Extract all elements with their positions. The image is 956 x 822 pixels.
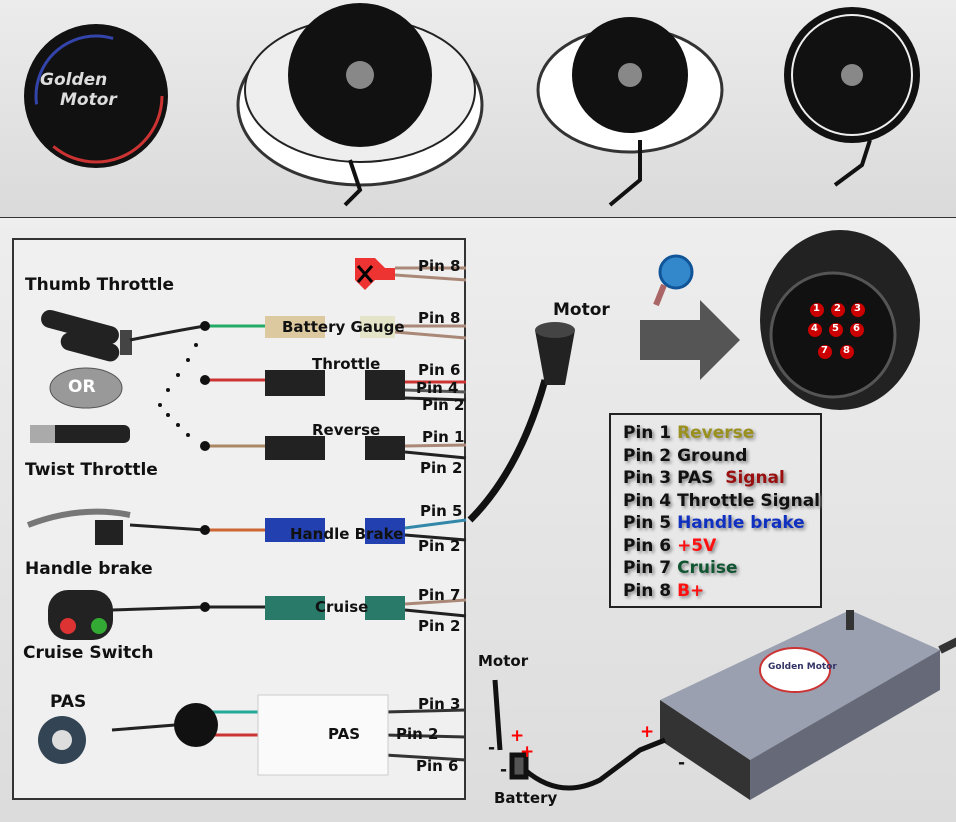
pin-label: Pin 6: [418, 361, 461, 379]
legend-pin: Pin 2: [623, 445, 672, 466]
legend-desc: Handle brake: [677, 513, 805, 533]
legend-row: Pin 4 Throttle Signal: [623, 490, 820, 513]
minus-sign: -: [500, 760, 508, 780]
thumb-throttle-label: Thumb Throttle: [25, 275, 174, 295]
wires: [111, 266, 549, 762]
connector-pin-number: 2: [834, 303, 841, 314]
plus-sign: +: [520, 742, 535, 762]
legend-desc: Ground: [677, 445, 748, 466]
pin-label: Pin 8: [418, 257, 461, 275]
legend-desc: Cruise: [677, 558, 738, 578]
legend-row: Pin 5 Handle brake: [623, 512, 820, 535]
pin-label: Pin 4: [416, 379, 459, 397]
legend-desc: +5V: [677, 535, 717, 556]
pas-sensor-image: [38, 716, 86, 764]
legend-pin: Pin 7: [623, 558, 672, 578]
plus-sign: +: [510, 726, 525, 746]
legend-row: Pin 7 Cruise: [623, 557, 820, 580]
legend-row: Pin 8 B+: [623, 580, 820, 603]
handle-brake-label: Handle brake: [25, 559, 153, 579]
cruise-connector-label: Cruise: [315, 598, 369, 616]
twist-throttle-label: Twist Throttle: [25, 460, 158, 480]
legend-pin: Pin 3: [623, 468, 672, 488]
battery-label: Battery: [494, 789, 558, 807]
legend-pin: Pin 8: [623, 580, 672, 601]
legend-row: Pin 3 PAS Signal: [623, 467, 820, 490]
logo-text-golden: Golden: [40, 70, 108, 90]
connector-pin-number: 7: [821, 345, 828, 356]
hub-motor-wheel-medium: [536, 17, 724, 207]
throttle-connector-label: Throttle: [312, 355, 381, 373]
pin-label: Pin 6: [416, 757, 459, 775]
legend-pin: Pin 4: [623, 490, 672, 511]
legend-desc: PAS: [677, 468, 726, 488]
logo-text-motor: Motor: [60, 90, 117, 110]
connectors: [257, 258, 405, 776]
legend-desc: B+: [677, 580, 705, 601]
motor-label: Motor: [553, 300, 610, 320]
connector-pin-number: 1: [813, 303, 820, 314]
junction-dots: [158, 321, 218, 747]
connector-pin-number: 5: [832, 323, 839, 334]
pin-label: Pin 7: [418, 586, 461, 604]
connector-pin-number: 6: [853, 323, 860, 334]
pin-label: Pin 2: [418, 617, 461, 635]
golden-motor-logo: [24, 24, 168, 168]
controller-logo: Golden Motor: [768, 662, 837, 672]
pin-label: Pin 2: [422, 396, 465, 414]
motor-cable-label: Motor: [478, 652, 529, 670]
legend-row: Pin 2 Ground: [623, 445, 820, 468]
minus-sign: -: [678, 753, 686, 773]
controller-box: [660, 610, 956, 800]
hub-motor-bare: [784, 7, 920, 187]
twist-throttle-image: [30, 425, 130, 443]
cruise-switch-image: [48, 590, 113, 640]
pin-label: Pin 8: [418, 309, 461, 327]
pin-label: Pin 1: [422, 428, 465, 446]
cruise-switch-label: Cruise Switch: [23, 643, 154, 663]
legend-desc: Reverse: [677, 423, 755, 443]
thumb-throttle-image: [41, 309, 132, 362]
handle-brake-image: [26, 508, 131, 545]
or-label: OR: [68, 377, 96, 397]
pin-label: Pin 2: [418, 537, 461, 555]
pin-label: Pin 2: [396, 725, 439, 743]
motor-connector-face: [760, 230, 920, 410]
pin-label: Pin 2: [420, 459, 463, 477]
arrow-right-icon: [640, 300, 740, 380]
reverse-connector-label: Reverse: [312, 421, 381, 439]
connector-pin-number: 8: [843, 345, 850, 356]
motor-plug: [535, 322, 575, 385]
legend-pin: Pin 6: [623, 535, 672, 556]
battery-gauge-label: Battery Gauge: [282, 318, 405, 336]
pas-connector-label: PAS: [328, 725, 361, 743]
legend-pin: Pin 1: [623, 423, 672, 443]
legend-desc: Throttle Signal: [677, 490, 820, 511]
hub-motor-wheel-large: [236, 3, 484, 207]
connector-pin-number: 3: [854, 303, 861, 314]
minus-sign: -: [488, 738, 496, 758]
plus-sign: +: [640, 722, 655, 742]
handle-brake-connector-label: Handle Brake: [290, 525, 404, 543]
legend-desc-extra: Signal: [725, 468, 785, 488]
magnify-icon: [653, 254, 694, 307]
pin-label: Pin 5: [420, 502, 463, 520]
legend-pin: Pin 5: [623, 513, 672, 533]
legend-row: Pin 1 Reverse: [623, 422, 820, 445]
battery-cable: [492, 679, 666, 791]
pas-label: PAS: [50, 692, 87, 712]
legend-row: Pin 6 +5V: [623, 535, 820, 558]
or-badge: [49, 367, 123, 409]
pin-label: Pin 3: [418, 695, 461, 713]
connector-pin-number: 4: [811, 323, 818, 334]
